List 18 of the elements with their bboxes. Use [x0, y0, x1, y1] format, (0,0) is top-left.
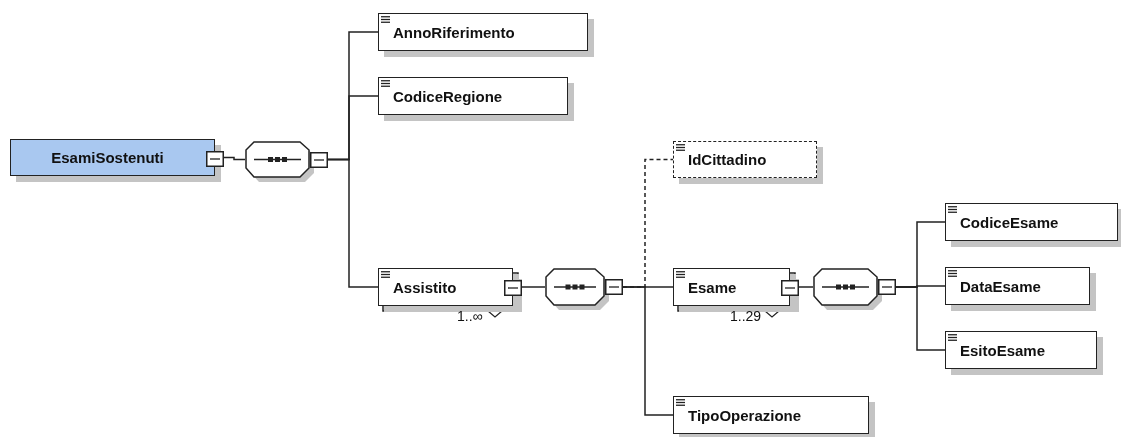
cardinality-label: 1..∞ [457, 308, 483, 324]
element-name: EsamiSostenuti [51, 149, 164, 166]
connector-line [520, 286, 546, 288]
element-name: Assistito [393, 278, 457, 296]
connector-line [327, 158, 379, 288]
connector-line [622, 286, 674, 416]
element-name: CodiceEsame [960, 213, 1059, 231]
element-name: CodiceRegione [393, 87, 503, 105]
connector-line [222, 156, 246, 161]
element-name: DataEsame [960, 277, 1041, 295]
cardinality-label: 1..29 [730, 308, 762, 324]
element-name: IdCittadino [688, 151, 767, 168]
element-name: EsitoEsame [960, 341, 1046, 359]
element-name: AnnoRiferimento [393, 23, 515, 41]
element-name: TipoOperazione [688, 406, 802, 424]
connector-line [895, 286, 946, 351]
connector-line [797, 286, 814, 288]
element-name: Esame [688, 278, 737, 296]
